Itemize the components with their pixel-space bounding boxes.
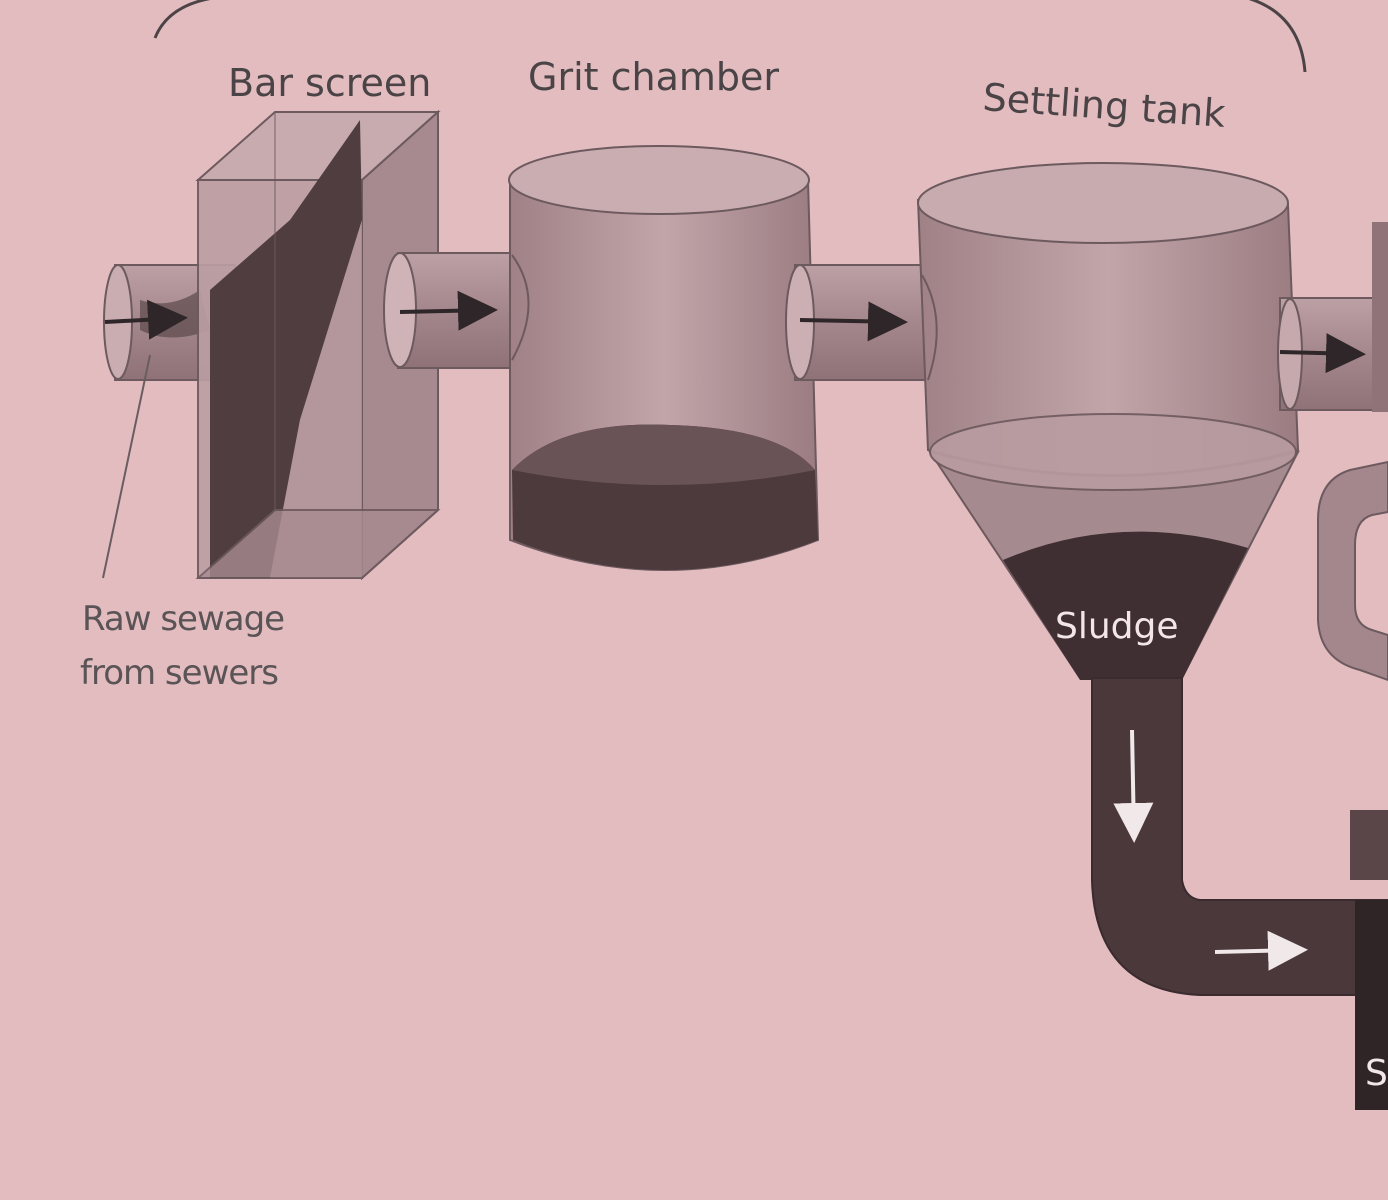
flow-arrow-inlet <box>104 299 188 340</box>
grit-chamber <box>508 145 820 571</box>
flow-arrow-sludge-right <box>1214 930 1308 971</box>
bar-screen <box>195 109 441 581</box>
flow-arrow-screen-to-grit <box>399 290 498 331</box>
label-settling-tank: Settling tank <box>981 75 1226 136</box>
top-bracket <box>153 0 1307 73</box>
flow-arrow-sludge-down <box>1113 729 1154 843</box>
label-sludge: Sludge <box>1055 606 1179 647</box>
raw-sewage-leader <box>102 354 151 579</box>
label-raw-sewage-line1: Raw sewage <box>82 599 284 639</box>
label-bar-screen: Bar screen <box>228 61 431 105</box>
label-grit-chamber: Grit chamber <box>528 55 779 99</box>
label-raw-sewage-line2: from sewers <box>80 653 278 693</box>
flow-arrow-settling-out <box>1279 333 1366 374</box>
label-cut-off: S <box>1365 1053 1388 1094</box>
settling-tank <box>916 162 1388 996</box>
next-stage-partial <box>1317 222 1388 1110</box>
flow-arrow-grit-to-settling <box>799 301 908 342</box>
